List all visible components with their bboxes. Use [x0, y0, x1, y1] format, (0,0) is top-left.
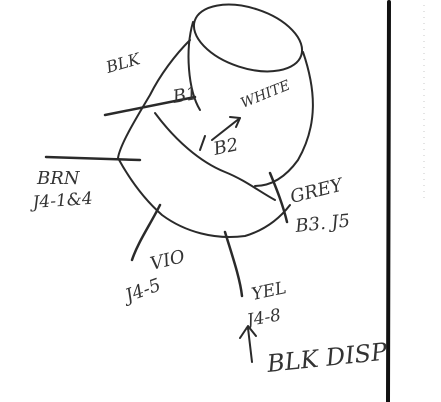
- label-brn-pin: J4-1&4: [29, 189, 93, 213]
- label-white: WHITE: [239, 78, 293, 112]
- wire-white-arrowhead: [229, 116, 241, 128]
- label-grey-pin: B3. J5: [293, 210, 351, 237]
- wire-black: [103, 95, 197, 117]
- label-blk: BLK: [103, 49, 143, 77]
- label-yel: YEL: [250, 278, 288, 305]
- label-vio: VIO: [148, 246, 187, 275]
- label-b2: B2: [211, 134, 240, 160]
- cylinder-top-ellipse: [192, 3, 304, 73]
- label-grey: GREY: [288, 174, 347, 208]
- wire-violet: [130, 203, 162, 262]
- wire-brown: [44, 155, 142, 162]
- vertical-divider-line: [386, 0, 391, 402]
- label-blk-disp: BLK DISP: [265, 337, 390, 378]
- wire-white: [211, 117, 241, 141]
- label-vio-pin: J4-5: [119, 275, 164, 308]
- wire-b2-stub: [199, 135, 206, 151]
- label-b1: B1: [170, 83, 199, 108]
- up-arrow-icon: [239, 325, 257, 363]
- label-yel-pin: J4-8: [242, 305, 282, 331]
- wire-grey: [268, 171, 289, 224]
- cylinder-left-side: [187, 21, 201, 111]
- wire-yellow: [223, 230, 244, 298]
- wire-inner-b1-b2: [154, 112, 276, 201]
- component-body-outline: [117, 39, 291, 238]
- cylinder-right-side: [254, 51, 314, 187]
- label-brn: BRN: [36, 168, 81, 189]
